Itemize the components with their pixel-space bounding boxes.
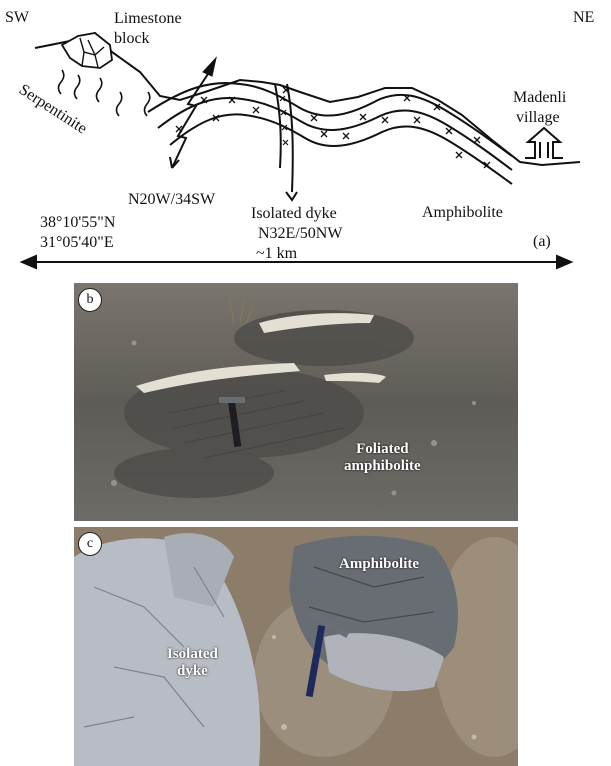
limestone-block-shape [60,32,113,69]
limestone-label-line2: block [114,30,150,47]
dyke-label-line2: N32E/50NW [258,225,343,242]
thrust-fault [171,67,213,169]
rock-hammer-b [219,397,245,448]
scale-label: ~1 km [256,245,298,262]
limestone-label-line1: Limestone [114,10,182,27]
photo-c-image [74,527,518,766]
amphibolite-x-symbols [175,86,491,169]
latitude-label: 38°10'55"N [40,214,116,231]
fault-attitude-label: N20W/34SW [128,191,216,208]
isolated-dyke [274,83,294,193]
amphibolite-label: Amphibolite [422,204,503,221]
amphibolite-outcrop [289,535,458,692]
serpentinite-symbols [57,69,151,117]
village-arrow-icon [525,126,563,159]
panel-c-tag: c [78,532,102,556]
dyke-outcrop [74,533,261,766]
panel-a-tag: (a) [533,233,551,250]
direction-ne-label: NE [573,9,594,26]
isolated-dyke-label: Isolated dyke [167,646,218,680]
photo-b-image [74,283,518,521]
isolated-dyke-line1: Isolated [167,646,218,662]
rock-hammer-c [305,610,350,698]
foliated-label-line2: amphibolite [344,458,421,474]
village-label-line2: village [516,109,560,126]
dyke-label-line1: Isolated dyke [251,205,337,222]
dyke-arrow-icon [285,191,298,202]
foliated-label-line1: Foliated [356,441,409,457]
village-label-line1: Madenli [513,89,567,106]
photo-dyke-and-amphibolite: c Amphibolite Isolated dyke [74,527,518,766]
panel-b-tag: b [78,288,102,312]
longitude-label: 31°05'40"E [40,234,114,251]
photo-foliated-amphibolite: b Foliated amphibolite [74,283,518,521]
isolated-dyke-line2: dyke [177,663,208,679]
serpentinite-label: Serpentinite [16,81,90,137]
cross-section-sketch: SW NE Limestone block Serpentinite Maden… [5,9,594,270]
direction-sw-label: SW [5,9,30,26]
fault-arrow-icon [202,56,217,77]
topographic-profile [34,31,581,167]
foliated-amphibolite-label: Foliated amphibolite [344,441,421,475]
scale-bar [19,254,574,270]
amphibolite-photo-label: Amphibolite [339,556,420,572]
